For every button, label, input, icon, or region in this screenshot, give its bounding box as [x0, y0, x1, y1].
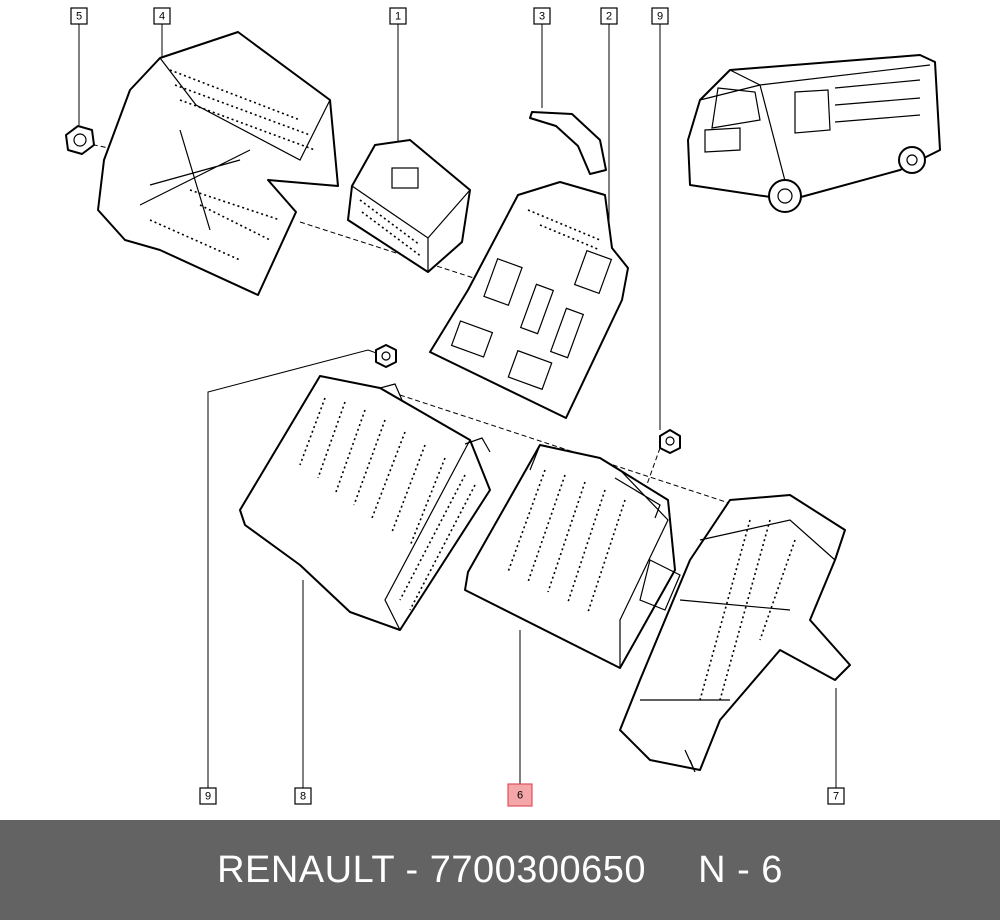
svg-text:7: 7	[833, 791, 839, 803]
callout-label-9-bottom: 9	[199, 787, 217, 805]
exploded-parts-diagram: 5 4 1 3 2 9 9 8 6 7	[65, 7, 941, 807]
svg-text:8: 8	[300, 791, 306, 803]
part-info-footer: RENAULT - 7700300650 N - 6	[0, 820, 1000, 920]
callout-label-1: 1	[389, 7, 407, 25]
svg-text:4: 4	[159, 11, 165, 23]
brand-separator: -	[405, 848, 419, 891]
callout-label-9-top: 9	[651, 7, 669, 25]
part-info-text: RENAULT - 7700300650 N - 6	[217, 849, 783, 892]
position-label: N - 6	[698, 848, 783, 891]
ecu-part-1	[347, 139, 471, 273]
callout-label-2: 2	[600, 7, 618, 25]
nut-part-9-upper	[375, 344, 397, 368]
bracket-part-7	[619, 494, 851, 773]
nut-part-9-right	[659, 429, 681, 454]
callout-label-5: 5	[70, 7, 88, 25]
svg-text:3: 3	[539, 11, 545, 23]
van-illustration	[687, 54, 941, 213]
callout-label-7: 7	[827, 787, 845, 805]
gasket-part-3	[529, 111, 607, 175]
svg-text:1: 1	[395, 11, 401, 23]
svg-text:6: 6	[517, 790, 523, 802]
svg-text:9: 9	[205, 791, 211, 803]
svg-text:9: 9	[657, 11, 663, 23]
cover-part-4	[97, 31, 339, 296]
callout-label-8: 8	[294, 787, 312, 805]
control-box-part-6	[464, 444, 681, 669]
svg-text:2: 2	[606, 11, 612, 23]
brand-name: RENAULT	[217, 848, 395, 891]
callout-label-6: 6	[507, 783, 533, 807]
svg-text:5: 5	[76, 11, 82, 23]
mounting-plate-part-2	[429, 181, 629, 419]
housing-cover-part-8	[239, 375, 491, 631]
nut-part-5	[65, 125, 95, 155]
part-number: 7700300650	[429, 848, 647, 891]
callout-label-4: 4	[153, 7, 171, 25]
callout-label-3: 3	[533, 7, 551, 25]
